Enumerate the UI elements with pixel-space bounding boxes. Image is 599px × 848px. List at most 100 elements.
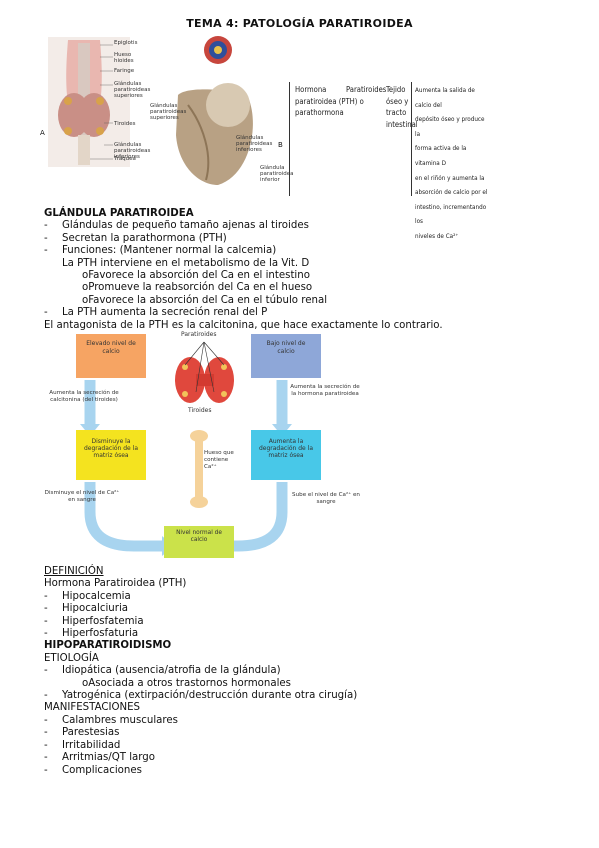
- bullet: o: [82, 282, 89, 294]
- item-text: Asociada a otros trastornos hormonales: [88, 677, 291, 689]
- sub-item: oFavorece la absorción del Ca en el inte…: [44, 270, 443, 282]
- box-high-calcium: Elevado nivel de calcio: [86, 340, 136, 355]
- list-item: - Idiopática (ausencia/atrofia de la glán…: [44, 665, 357, 677]
- section-glandula: GLÁNDULA PARATIROIDEA - Glándulas de pequ…: [44, 208, 443, 332]
- table-cell: niveles de Ca²⁺: [415, 232, 459, 240]
- pth-table: Hormona paratiroidea (PTH) o parathormon…: [289, 82, 490, 240]
- dash: -: [44, 628, 48, 640]
- dash: -: [44, 727, 48, 739]
- item-text: Favorece la absorción del Ca en el intes…: [88, 270, 310, 282]
- definicion-intro: Hormona Paratiroidea (PTH): [44, 578, 187, 590]
- item-text: Complicaciones: [62, 764, 142, 776]
- dash: -: [44, 714, 48, 726]
- table-cell: en el riñón y aumenta la: [415, 174, 485, 182]
- dash: -: [44, 690, 48, 702]
- item-text: Hiperfosfatemia: [62, 615, 144, 627]
- table-cell: parathormona: [295, 108, 344, 117]
- item-text: Funciones: (Mantener normal la calcemia): [62, 245, 277, 257]
- calcium-diagram: Elevado nivel de calcio Bajo nivel de ca…: [44, 332, 366, 558]
- list-item: - La PTH aumenta la secreción renal del P: [44, 307, 443, 319]
- dash: -: [44, 232, 48, 244]
- bullet: o: [82, 270, 89, 282]
- label-paratiroideas-sup-a: Glándulas paratiroideas superiores: [114, 81, 151, 99]
- dash: -: [44, 220, 48, 232]
- table-cell: Tejido: [386, 85, 406, 94]
- table-cell: paratiroidea (PTH) o: [295, 96, 364, 106]
- bullet: o: [82, 294, 89, 306]
- item-text: Promueve la reabsorción del Ca en el hue…: [88, 282, 313, 294]
- item-text: Arritmias/QT largo: [62, 752, 155, 764]
- box-nivel-normal: Nivel normal de calcio: [176, 530, 222, 543]
- list-item: - Complicaciones: [44, 765, 357, 777]
- label-tiroides: Tiroides: [114, 121, 136, 127]
- list-item: - Secretan la parathormona (PTH): [44, 233, 443, 245]
- heading-etiologia: ETIOLOGÍA: [44, 652, 99, 664]
- panel-label-b: B: [278, 141, 283, 149]
- heading-hipoparatiroidismo: HIPOPARATIROIDISMO: [44, 640, 172, 652]
- table-col-target: Tejido óseo y tracto intestinal: [386, 84, 418, 130]
- box-low-calcium: Bajo nivel de calcio: [266, 340, 306, 355]
- table-cell: tracto: [386, 108, 407, 117]
- list-item: - Glándulas de pequeño tamaño ajenas al t…: [44, 220, 443, 232]
- table-cell: óseo y: [386, 96, 409, 106]
- table-cell: Hormona: [295, 85, 327, 94]
- item-text: Hipocalcemia: [62, 590, 131, 602]
- heading-definicion: DEFINICIÓN: [44, 566, 104, 577]
- heading-glandula: GLÁNDULA PARATIROIDEA: [44, 208, 194, 219]
- sub-intro: La PTH interviene en el metabolismo de l…: [62, 257, 310, 269]
- dash: -: [44, 615, 48, 627]
- item-text: Calambres musculares: [62, 714, 178, 726]
- box-disminuye: Disminuye la degradación de la matriz ós…: [83, 438, 139, 460]
- section-definicion: DEFINICIÓN Hormona Paratiroidea (PTH) -H…: [44, 566, 357, 777]
- list-item: - Hiperfosfaturia: [44, 628, 357, 640]
- list-item: - Hiperfosfatemia: [44, 616, 357, 628]
- table-cell: absorción de calcio por el: [415, 189, 488, 197]
- anatomy-illustration: [38, 35, 288, 197]
- label-hioides: Hueso hioides: [114, 52, 134, 64]
- label-hormona-paratiroidea: Aumenta la secreción de la hormona parat…: [290, 384, 360, 397]
- label-calcitonina: Aumenta la secreción de calcitonina (del…: [49, 390, 119, 403]
- dash: -: [44, 590, 48, 602]
- label-paratiroideas-inf-a: Glándulas paratiroideas inferiores: [114, 142, 151, 160]
- table-divider: [411, 82, 412, 196]
- bullet: o: [82, 677, 89, 689]
- anatomy-figure: Epiglotis Hueso hioides Faringe Glándula…: [38, 35, 294, 197]
- sub-item: oFavorece la absorción del Ca en el túbu…: [44, 295, 443, 307]
- heading-manifestaciones: MANIFESTACIONES: [44, 702, 141, 714]
- sub-item: oAsociada a otros trastornos hormonales: [44, 678, 357, 690]
- label-hueso: Hueso que contiene Ca²⁺: [204, 450, 234, 470]
- table-col-hormone: Hormona paratiroidea (PTH) o parathormon…: [295, 84, 364, 119]
- label-epiglotis: Epiglotis: [114, 40, 138, 46]
- item-text: Favorece la absorción del Ca en el túbul…: [88, 294, 328, 306]
- box-aumenta: Aumenta la degradación de la matriz ósea: [258, 438, 314, 460]
- item-text: Idiopática (ausencia/atrofia de la glánd…: [62, 665, 281, 677]
- list-item: -Funciones: (Mantener normal la calcemia…: [44, 245, 443, 257]
- item-text: Glándulas de pequeño tamaño ajenas al ti…: [62, 220, 309, 232]
- label-paratiroideas-sup-b: Glándulas paratiroideas superiores: [150, 103, 187, 121]
- dash: -: [44, 665, 48, 677]
- table-cell: intestino, incrementando los: [415, 203, 487, 226]
- item-text: Parestesias: [62, 727, 120, 739]
- dash: -: [44, 764, 48, 776]
- list-item: -Irritabilidad: [44, 740, 357, 752]
- label-traquea: Tráquea: [114, 156, 136, 162]
- table-cell: intestinal: [386, 119, 418, 129]
- list-item: - Hipocalcemia: [44, 591, 357, 603]
- label-faringe: Faringe: [114, 68, 135, 74]
- dash: -: [44, 739, 48, 751]
- table-cell: depósito óseo y produce la: [415, 116, 485, 138]
- item-text: Secretan la parathormona (PTH): [62, 232, 227, 244]
- item-text: La PTH aumenta la secreción renal del P: [62, 307, 268, 319]
- item-text: Hipocalciuria: [62, 603, 129, 615]
- label-disminuye-ca: Disminuye el nivel de Ca²⁺ en sangre: [44, 490, 120, 503]
- list-item: - Arritmias/QT largo: [44, 752, 357, 764]
- dash: -: [44, 752, 48, 764]
- panel-label-a: A: [40, 129, 45, 137]
- label-paratiroidea-inf-b2: Glándula paratiroidea inferior: [260, 165, 294, 183]
- list-item: -Hipocalciuria: [44, 603, 357, 615]
- item-text: Hiperfosfaturia: [62, 628, 139, 640]
- table-col-effect: Aumenta la salida de calcio del depósito…: [415, 84, 490, 245]
- item-text: Yatrogénica (extirpación/destrucción dur…: [62, 690, 358, 702]
- dash: -: [44, 307, 48, 319]
- list-item: - Yatrogénica (extirpación/destrucción du…: [44, 690, 357, 702]
